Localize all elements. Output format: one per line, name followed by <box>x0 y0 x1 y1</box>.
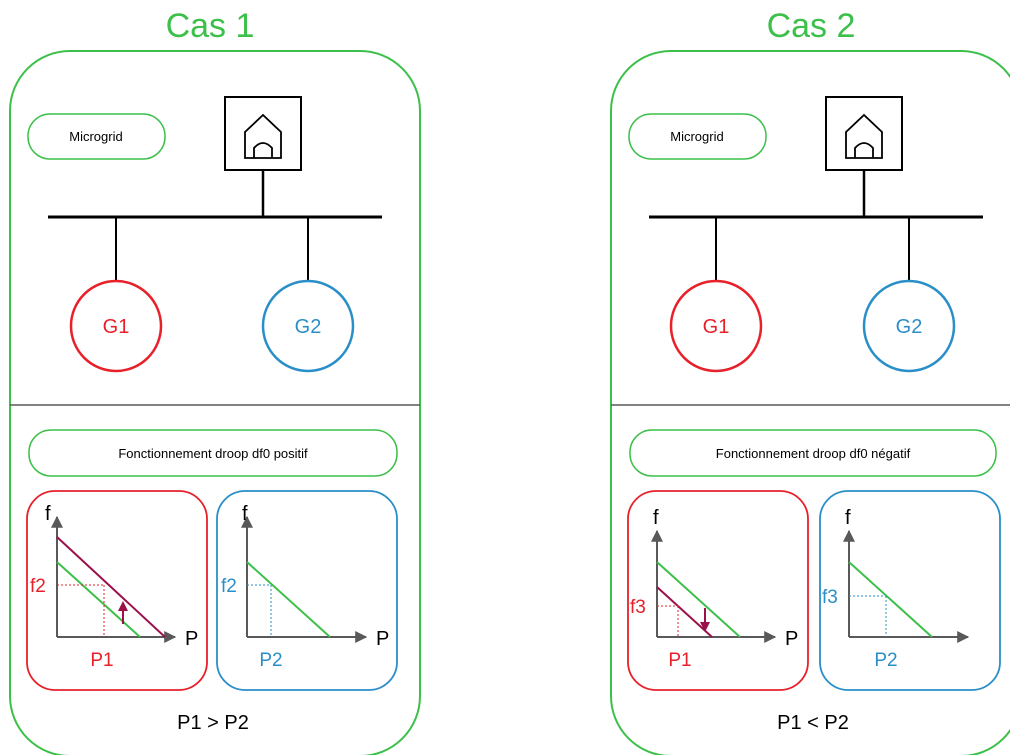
f-axis-label: f <box>242 503 248 525</box>
case-2-g2-label: G2 <box>896 316 923 338</box>
case-1-g1-label: G1 <box>103 316 130 338</box>
case-1-mode-label: Fonctionnement droop df0 positif <box>118 446 308 461</box>
case-1-g2-circle <box>261 279 355 373</box>
f-axis-label: f <box>653 507 659 529</box>
case-1-microgrid-pill <box>27 113 166 160</box>
case-2-microgrid-label: Microgrid <box>670 129 723 144</box>
case-2-g2-plot-frame <box>819 490 1001 691</box>
freq-value-label: f3 <box>822 587 838 608</box>
case-2-g1-label: G1 <box>703 316 730 338</box>
case-1-g2-label: G2 <box>295 316 322 338</box>
case-1-microgrid-label: Microgrid <box>69 129 122 144</box>
case-1-mode-pill <box>28 429 398 477</box>
droop-line-shifted <box>56 536 166 638</box>
case-2-panel: Cas 2 Microgrid G1 G2 Fonctionnement dro… <box>610 7 1010 755</box>
case-2-g2-droop-plot: f f3 P2 <box>819 490 1001 691</box>
case-1-comparison: P1 > P2 <box>177 712 249 734</box>
case-2-title: Cas 2 <box>767 7 856 45</box>
power-value-label: P1 <box>90 650 113 671</box>
case-1-frame <box>9 50 421 755</box>
case-2-g1-circle <box>669 279 763 373</box>
freq-value-label: f3 <box>630 597 646 618</box>
droop-line-initial <box>56 561 141 638</box>
house-icon <box>224 96 302 171</box>
power-value-label: P2 <box>259 650 282 671</box>
p-axis-label: P <box>185 628 198 650</box>
case-2-comparison: P1 < P2 <box>777 712 849 734</box>
case-2-microgrid-pill <box>628 113 767 160</box>
case-1-g1-circle <box>69 279 163 373</box>
case-1-g1-droop-plot: f P f2 P1 <box>26 490 208 691</box>
f-axis-label: f <box>45 503 51 525</box>
droop-line <box>848 561 933 638</box>
power-value-label: P2 <box>874 650 897 671</box>
case-2-frame <box>610 50 1010 755</box>
freq-value-label: f2 <box>30 576 46 597</box>
case-1-panel: Cas 1 Microgrid G1 G2 Fonctionnement dro… <box>9 7 421 755</box>
case-2-g1-plot-frame <box>627 490 809 691</box>
case-2-g2-circle <box>862 279 956 373</box>
droop-line-shifted <box>656 586 713 638</box>
case-1-g2-plot-frame <box>216 490 398 691</box>
freq-value-label: f2 <box>221 576 237 597</box>
case-2-g1-droop-plot: f P f3 P1 <box>627 490 809 691</box>
droop-line <box>246 561 331 638</box>
p-axis-label: P <box>376 628 389 650</box>
case-2-mode-pill <box>629 429 997 477</box>
p-axis-label: P <box>785 628 798 650</box>
case-2-mode-label: Fonctionnement droop df0 négatif <box>716 446 911 461</box>
f-axis-label: f <box>845 507 851 529</box>
case-1-g1-plot-frame <box>26 490 208 691</box>
case-1-g2-droop-plot: f P f2 P2 <box>216 490 398 691</box>
house-icon <box>825 96 903 171</box>
power-value-label: P1 <box>668 650 691 671</box>
case-1-title: Cas 1 <box>166 7 255 45</box>
droop-line-initial <box>656 561 741 638</box>
